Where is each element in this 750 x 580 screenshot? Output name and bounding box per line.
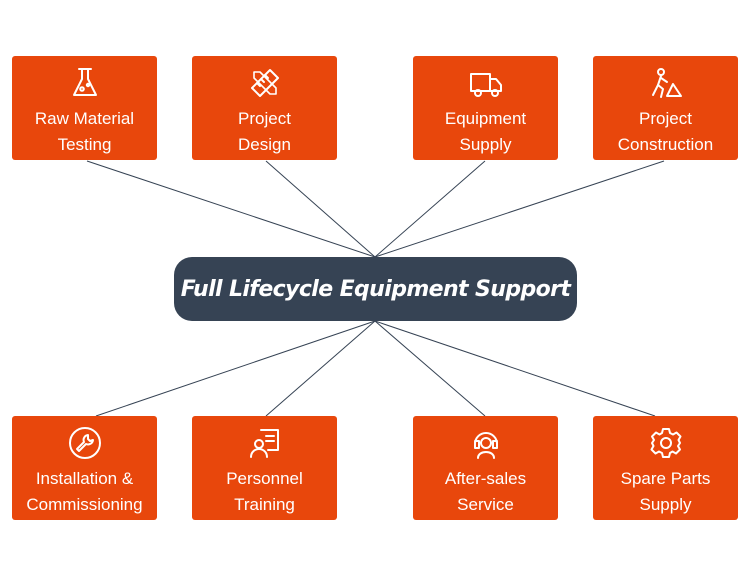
connector-after-sales: [374, 320, 486, 417]
connector-project-design: [265, 160, 376, 258]
connector-installation: [95, 320, 376, 417]
flask-icon: [72, 68, 97, 96]
card-label: Installation &Commissioning: [26, 469, 143, 514]
connector-raw-material-testing: [86, 160, 376, 258]
hub-title: Full Lifecycle Equipment Support: [180, 276, 571, 302]
connector-project-construction: [374, 160, 665, 258]
trainee-board-icon: [249, 429, 279, 458]
connector-personnel-training: [265, 320, 376, 417]
construction-worker-icon: [651, 68, 682, 98]
ruler-pencil-icon: [250, 69, 279, 97]
wrench-icon: [68, 427, 101, 459]
card-installation-commissioning[interactable]: Installation &Commissioning: [12, 416, 157, 520]
truck-icon: [469, 73, 502, 97]
connector-equipment-supply: [374, 160, 486, 258]
hub-node: Full Lifecycle Equipment Support: [174, 257, 577, 321]
connector-spare-parts: [374, 320, 656, 417]
gear-icon: [650, 428, 681, 458]
headset-support-icon: [473, 432, 498, 459]
